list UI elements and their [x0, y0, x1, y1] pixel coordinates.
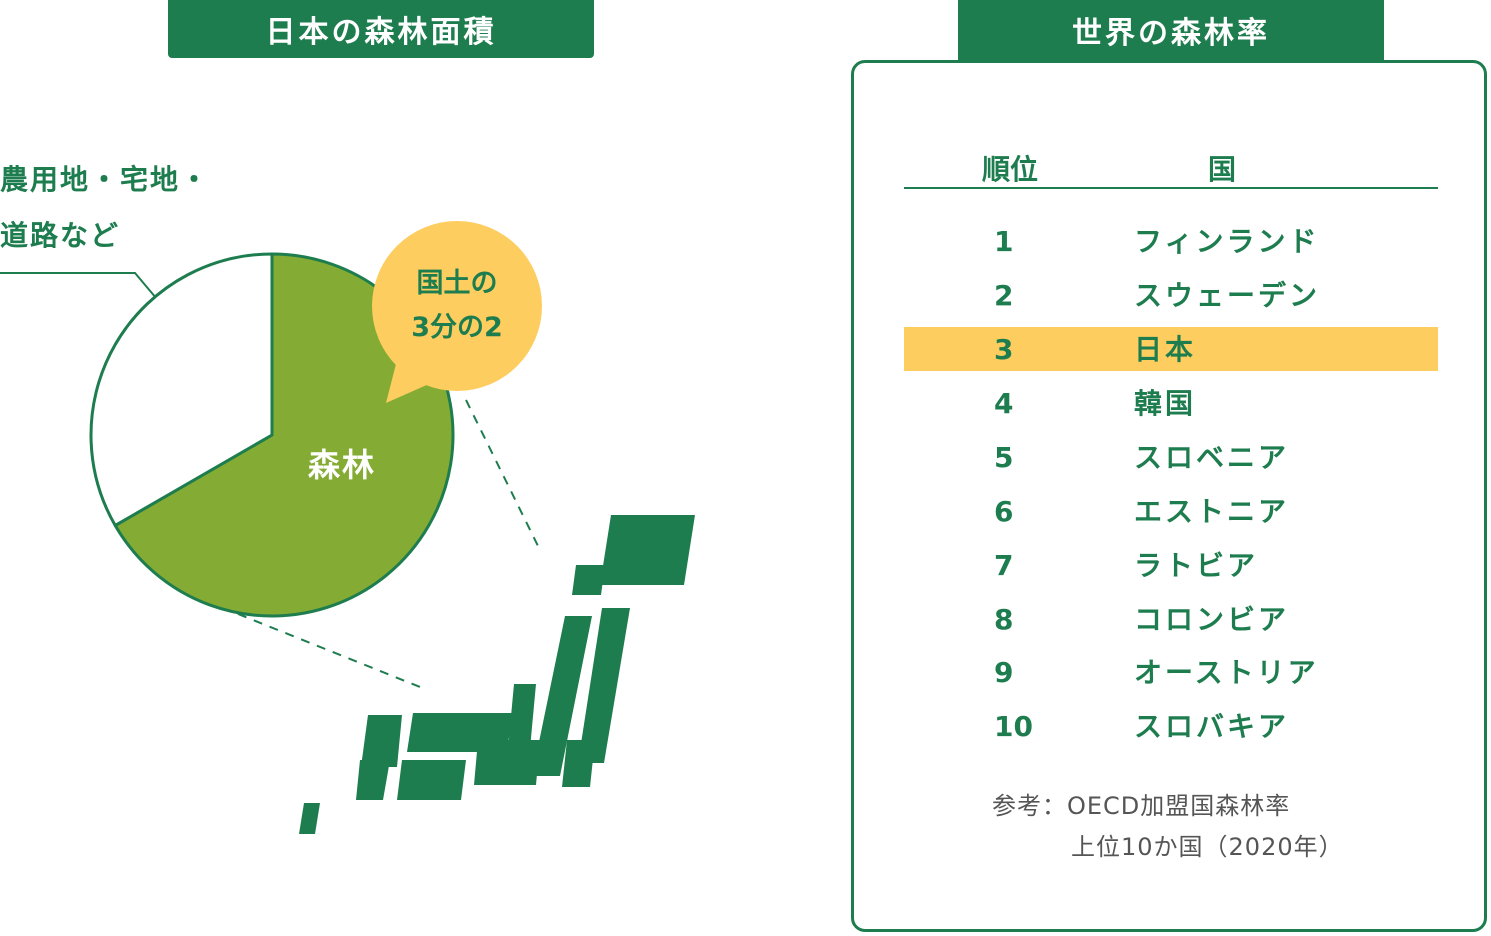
country-name: ラトビア	[1134, 549, 1259, 582]
pie-slice-other	[89, 252, 274, 527]
map-kanto	[562, 740, 595, 787]
country-name: コロンビア	[1134, 603, 1290, 636]
zoom-line-lower	[237, 613, 421, 688]
rank-number: 5	[994, 441, 1014, 474]
map-hokkaido-main	[600, 515, 695, 585]
country-name: スロベニア	[1134, 441, 1290, 474]
forest-diagram	[0, 221, 695, 834]
country-name: オーストリア	[1134, 656, 1319, 689]
map-islands	[299, 803, 320, 834]
table-row: 3 日本	[904, 328, 1438, 372]
bubble-text-line1: 国土の	[416, 268, 498, 299]
source-note-line2: 上位10か国（2020年）	[1071, 833, 1344, 861]
map-shikoku	[397, 760, 466, 800]
map-kii	[474, 740, 540, 785]
column-header-rank: 順位	[982, 153, 1039, 186]
country-name: 日本	[1134, 333, 1197, 366]
table-row: 10 スロバキア	[904, 705, 1438, 749]
map-tohoku-east	[578, 608, 630, 763]
map-chugoku	[361, 715, 402, 767]
table-row: 8 コロンビア	[904, 598, 1438, 642]
rank-number: 1	[994, 225, 1014, 258]
column-header-country: 国	[1208, 153, 1237, 186]
source-note-line1: 参考：OECD加盟国森林率	[992, 792, 1291, 820]
table-row: 4 韓国	[904, 382, 1438, 426]
forest-rate-title: 世界の森林率	[958, 0, 1384, 60]
country-name: 韓国	[1134, 387, 1197, 420]
map-kyushu	[356, 760, 390, 800]
rank-number: 8	[994, 603, 1014, 636]
other-land-label-line1: 農用地・宅地・	[0, 163, 211, 196]
rank-number: 10	[994, 710, 1033, 743]
other-land-label-line2: 道路など	[0, 219, 121, 252]
map-tohoku-west	[532, 616, 592, 776]
country-name: スロバキア	[1134, 710, 1290, 743]
forest-area-title: 日本の森林面積	[168, 0, 594, 58]
map-hokkaido-tip	[572, 565, 605, 595]
table-row: 2 スウェーデン	[904, 274, 1438, 318]
speech-bubble	[372, 221, 542, 403]
rank-number: 4	[994, 387, 1014, 420]
table-row: 7 ラトビア	[904, 544, 1438, 588]
forest-label: 森林	[308, 446, 377, 484]
rank-number: 9	[994, 656, 1014, 689]
country-name: エストニア	[1134, 495, 1290, 528]
table-row: 1 フィンランド	[904, 220, 1438, 264]
country-name: フィンランド	[1134, 225, 1320, 258]
rank-number: 7	[994, 549, 1014, 582]
japan-map	[299, 515, 695, 834]
bubble-text-line2: 3分の2	[411, 312, 503, 343]
rank-number: 2	[994, 279, 1014, 312]
table-row: 5 スロベニア	[904, 436, 1438, 480]
table-row: 6 エストニア	[904, 490, 1438, 534]
zoom-line-upper	[465, 399, 541, 551]
rank-number: 3	[994, 333, 1014, 366]
highlight-row-japan	[904, 327, 1438, 371]
header-divider	[904, 187, 1438, 189]
table-row: 9 オーストリア	[904, 651, 1438, 695]
rank-number: 6	[994, 495, 1014, 528]
forest-rate-panel	[851, 60, 1487, 932]
pie-chart	[89, 252, 455, 618]
country-name: スウェーデン	[1134, 279, 1321, 312]
